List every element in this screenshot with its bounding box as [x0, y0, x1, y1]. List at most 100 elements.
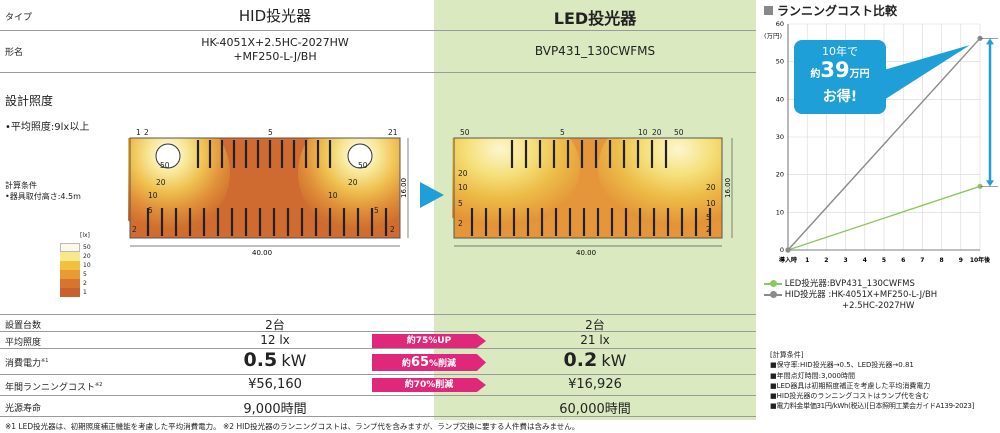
- hid-model: HK-4051X+2.5HC-2027HW +MF250-L-J/BH: [116, 36, 434, 64]
- led-contour-label: 5: [560, 128, 565, 137]
- x-tick-label: 9: [959, 257, 963, 264]
- led-contour-label: 2: [706, 225, 711, 234]
- led-contour-label: 5: [458, 199, 463, 208]
- x-tick-label: 3: [844, 257, 848, 264]
- hid-contour-label: 5: [268, 128, 273, 137]
- row-label-power: 消費電力※1: [5, 356, 48, 369]
- y-tick-label: 10: [776, 208, 784, 216]
- led-contour-label: 10: [458, 183, 468, 192]
- row-label-avg: 平均照度: [5, 338, 42, 348]
- y-tick-label: 50: [776, 58, 784, 66]
- divider: [0, 416, 756, 417]
- callout-line1: 10年で: [822, 45, 858, 58]
- legend-value: 5: [83, 271, 87, 278]
- x-tick-label: 10年後: [970, 256, 991, 264]
- legend-hid-text2: +2.5HC-2027HW: [842, 301, 915, 311]
- led-power: 0.2 kW: [434, 349, 756, 371]
- x-tick-label: 1: [805, 257, 809, 264]
- model-label: 形名: [5, 48, 24, 58]
- hid-contour-label: 20: [156, 178, 166, 187]
- hid-power: 0.5 kW: [116, 349, 434, 371]
- led-power-value: 0.2: [563, 349, 598, 371]
- y-tick-label: 20: [776, 171, 784, 179]
- avg-illuminance-req: •平均照度:9lx以上: [5, 122, 90, 133]
- led-units: 2台: [585, 318, 605, 332]
- legend-led-text: LED投光器:BVP431_130CWFMS: [784, 279, 915, 289]
- x-tick-label: 7: [920, 257, 924, 264]
- arrow-head-icon: [986, 180, 994, 187]
- x-tick-label: 4: [863, 257, 867, 264]
- hid-contour-label: 21: [388, 128, 398, 137]
- y-axis-unit: (万円): [764, 32, 783, 40]
- divider: [0, 348, 756, 349]
- hid-line-icon: [764, 290, 782, 298]
- hid-contour-label: 2: [144, 128, 149, 137]
- led-contour-label: 10: [706, 199, 716, 208]
- hid-cost: ¥56,160: [248, 377, 302, 392]
- legend-value: 1: [83, 289, 87, 296]
- cost-reduction-badge: 約70%削減: [372, 378, 486, 392]
- legend-led: LED投光器:BVP431_130CWFMS: [764, 279, 937, 290]
- x-tick-label: 5: [882, 257, 886, 264]
- led-power-unit: kW: [601, 351, 627, 370]
- hid-units: 2台: [265, 318, 285, 332]
- row-label-cost: 年間ランニングコスト※2: [5, 380, 102, 393]
- led-avg-lx: 21 lx: [580, 333, 610, 347]
- cost-label: 年間ランニングコスト: [5, 383, 96, 393]
- callout-pointer: [884, 45, 970, 100]
- legend-hid: HID投光器 :HK-4051X+MF250-L-J/BH: [764, 290, 937, 301]
- badge-suffix: %削減: [429, 359, 457, 369]
- led-contour-label: 2: [458, 219, 463, 228]
- legend-swatch: [60, 261, 80, 270]
- arrow-head-icon: [986, 38, 994, 45]
- hid-contour-label: 50: [160, 161, 170, 170]
- calc-conditions: [計算条件] ■保守率:HID投光器→0.5、LED投光器→0.81 ■年間点灯…: [770, 350, 974, 412]
- led-life: 60,000時間: [559, 402, 631, 417]
- x-tick-label: 8: [940, 257, 944, 264]
- series-line: [787, 37, 981, 251]
- hid-contour-label: 10: [328, 191, 338, 200]
- calc-condition-title: 計算条件: [5, 181, 37, 190]
- hid-height-dim: 16.00: [400, 178, 408, 198]
- led-width-dim: 40.00: [576, 249, 596, 257]
- hid-contour-label: 20: [348, 178, 358, 187]
- legend-swatch: [60, 243, 80, 252]
- hid-illuminance-map: 1 2 5 50 20 10 20 50 10 5 5 21 2 2 40.00…: [128, 128, 418, 260]
- hid-model-line1: HK-4051X+2.5HC-2027HW: [201, 36, 349, 49]
- led-model: BVP431_130CWFMS: [534, 44, 656, 58]
- hid-life: 9,000時間: [243, 402, 307, 417]
- legend-unit: [lx]: [80, 232, 90, 239]
- legend-hid-text: HID投光器 :HK-4051X+MF250-L-J/BH: [784, 290, 938, 300]
- badge-number: 65: [410, 355, 430, 370]
- led-contour-label: 5: [706, 213, 711, 222]
- y-tick-label: 30: [776, 133, 784, 141]
- title-bullet-icon: [764, 6, 773, 15]
- hid-power-unit: kW: [281, 351, 307, 370]
- hid-model-line2: +MF250-L-J/BH: [233, 50, 317, 63]
- y-tick-label: 40: [776, 95, 784, 103]
- compare-arrow-icon: [420, 182, 444, 208]
- divider: [0, 314, 756, 315]
- legend-values: 50 20 10 5 2 1: [83, 243, 91, 297]
- hid-contour-label: 2: [132, 225, 137, 234]
- led-contour-label: 20: [652, 128, 662, 137]
- calc-title: [計算条件]: [770, 351, 804, 359]
- legend-value: 50: [83, 244, 91, 251]
- hid-contour-label: 2: [390, 225, 395, 234]
- hid-width-dim: 40.00: [252, 249, 272, 257]
- divider: [0, 72, 756, 73]
- legend-swatch: [60, 252, 80, 261]
- chart-title: ランニングコスト比較: [764, 2, 897, 19]
- callout-prefix: 約: [810, 69, 821, 80]
- hid-contour-label: 50: [358, 161, 368, 170]
- hid-title: HID投光器: [238, 7, 312, 25]
- power-reduction-badge: 約65%削減: [372, 354, 486, 371]
- callout-amount: 約39万円: [794, 59, 886, 86]
- x-tick-label: 6: [901, 257, 905, 264]
- badge-prefix: 約: [401, 359, 411, 369]
- divider: [0, 331, 756, 332]
- calc-line: ■HID投光器のランニングコストはランプ代を含む: [770, 392, 930, 401]
- chart-legend: LED投光器:BVP431_130CWFMS HID投光器 :HK-4051X+…: [764, 279, 937, 312]
- led-title: LED投光器: [553, 9, 637, 28]
- calc-line: ■年間点灯時間:3,000時間: [770, 371, 856, 380]
